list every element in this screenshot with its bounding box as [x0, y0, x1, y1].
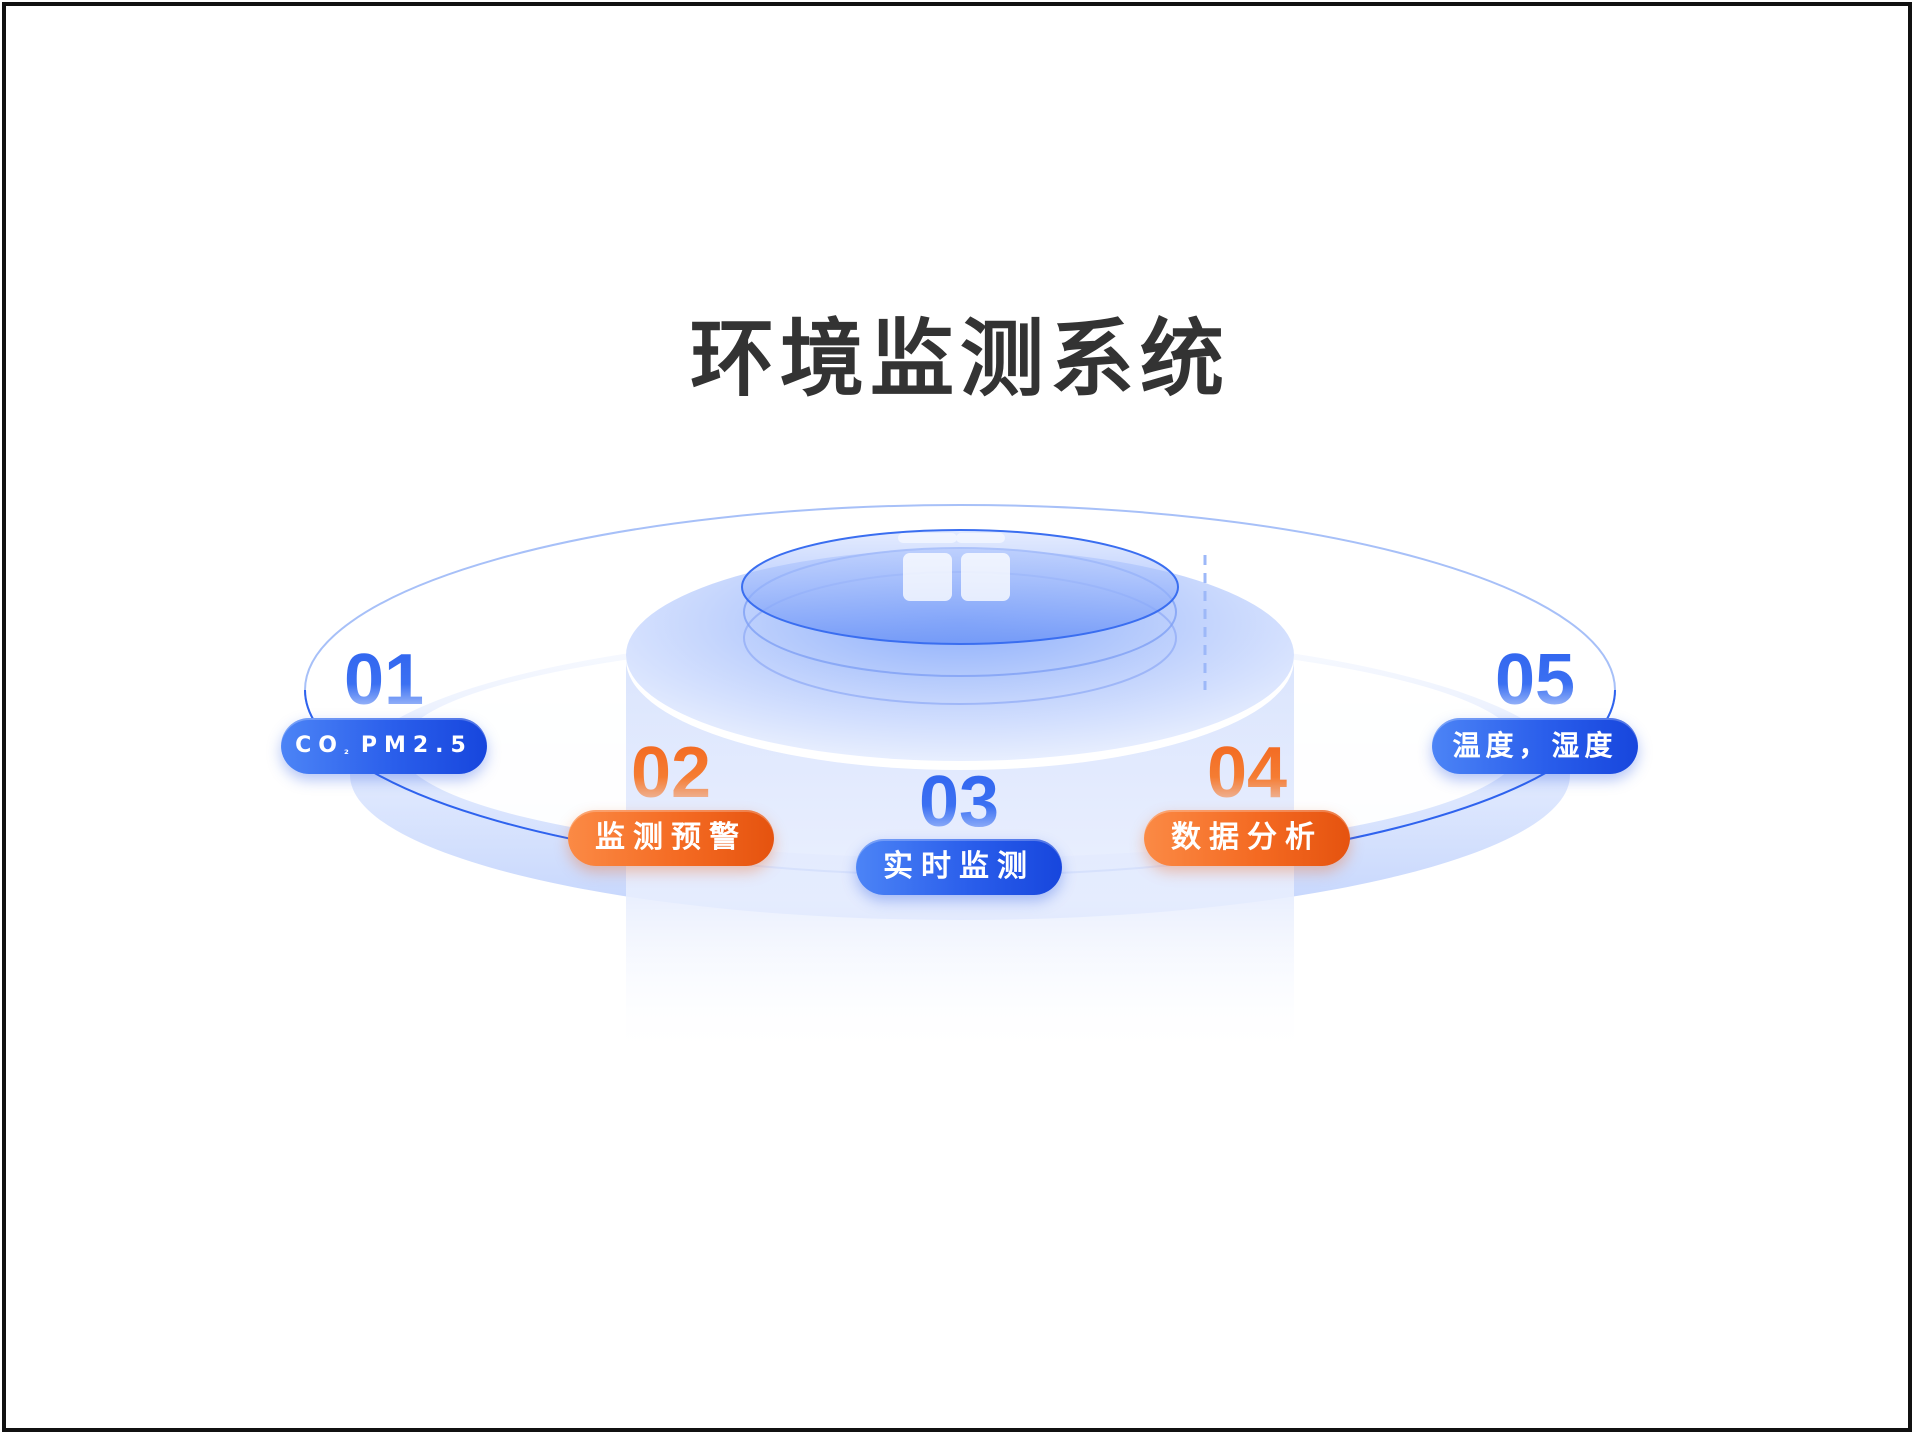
step-01-number: 01: [284, 640, 484, 720]
step-01-label-co: CO: [295, 733, 345, 758]
step-03-label: 实时监测: [856, 839, 1062, 895]
step-04-number: 04: [1147, 733, 1347, 813]
step-05-number: 05: [1435, 640, 1635, 720]
step-02-label: 监测预警: [568, 810, 774, 866]
monitor-icon: [898, 533, 1010, 601]
step-01-label: CO₂ PM2.5: [281, 718, 487, 774]
step-01-label-subscript: ₂: [344, 744, 349, 757]
step-05-label: 温度，湿度: [1432, 718, 1638, 774]
step-03-number: 03: [859, 762, 1059, 842]
center-lens: [741, 529, 1179, 645]
step-02-number: 02: [571, 733, 771, 813]
step-04-label: 数据分析: [1144, 810, 1350, 866]
page-title: 环境监测系统: [689, 310, 1230, 408]
step-01-label-pm: PM2.5: [360, 733, 473, 758]
